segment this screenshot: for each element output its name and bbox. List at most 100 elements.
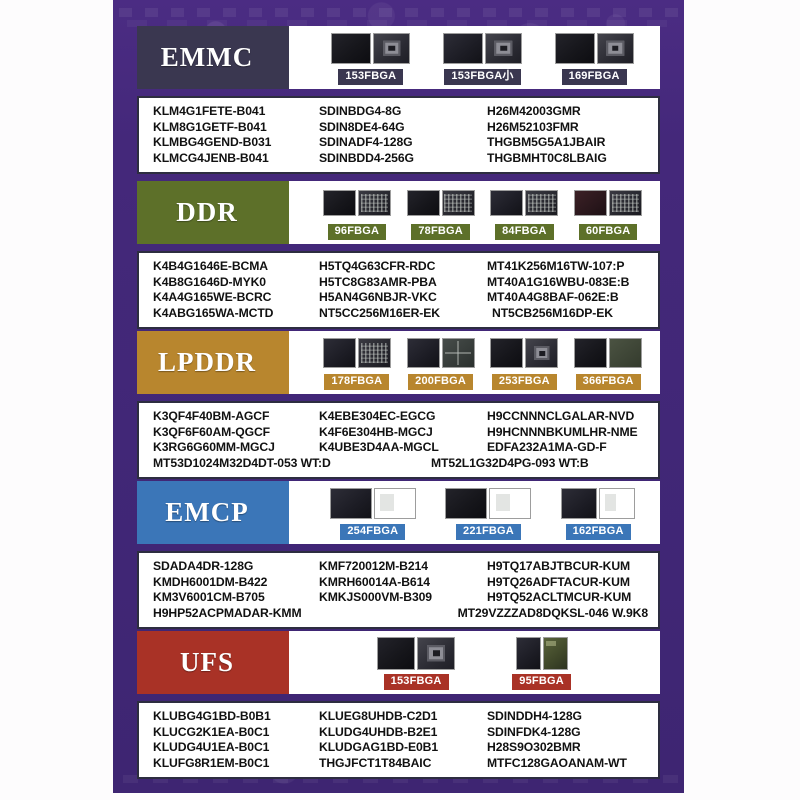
table-row: K4ABG165WA-MCTD NT5CC256M16ER-EK NT5CB25… <box>141 306 656 322</box>
chip-photo-pair <box>331 31 411 65</box>
package-item[interactable]: 200FBGA <box>406 336 475 391</box>
package-item[interactable]: 366FBGA <box>574 336 643 391</box>
part-number: KLUBG4G1BD-B0B1 <box>153 709 271 723</box>
part-number: K4B4G1646E-BCMA <box>153 259 268 273</box>
chip-ball-view <box>609 338 643 368</box>
package-tag: 253FBGA <box>490 373 558 391</box>
package-tag: 84FBGA <box>494 223 555 241</box>
section-emcp: EMCP 254FBGA 221FBGA <box>137 481 660 629</box>
table-row: K4B4G1646E-BCMA H5TQ4G63CFR-RDC MT41K256… <box>141 259 656 275</box>
chip-top-view <box>490 190 524 216</box>
section-lpddr: LPDDR 178FBGA 200FBGA <box>137 331 660 479</box>
chip-ball-view <box>441 338 475 368</box>
chip-top-view <box>406 190 440 216</box>
chip-top-view <box>322 190 356 216</box>
package-item[interactable]: 153FBGA <box>331 31 411 86</box>
package-tag: 78FBGA <box>410 223 471 241</box>
table-row: KLUBG4G1BD-B0B1 KLUEG8UHDB-C2D1 SDINDDH4… <box>141 709 656 725</box>
table-row: KLM8G1GETF-B041 SDIN8DE4-64G H26M52103FM… <box>141 120 656 136</box>
part-number: NT5CB256M16DP-EK <box>492 305 613 320</box>
table-row: KLMCG4JENB-B041 SDINBDD4-256G THGBMHT0C8… <box>141 151 656 167</box>
part-number: H9TQ52ACLTMCUR-KUM <box>487 590 632 604</box>
package-item[interactable]: 153FBGA小 <box>442 31 522 86</box>
package-item[interactable]: 95FBGA <box>511 636 572 691</box>
part-number: SDADA4DR-128G <box>153 559 254 573</box>
part-number: KLMCG4JENB-B041 <box>153 150 269 165</box>
chip-top-view <box>331 32 372 64</box>
chip-photo-pair <box>515 636 568 670</box>
package-tag: 178FBGA <box>323 373 391 391</box>
chip-ball-view <box>357 190 391 216</box>
part-number: MT29VZZZAD8DQKSL-046 W.9K8 <box>457 605 649 620</box>
section-emmc: EMMC 153FBGA 153FBGA小 <box>137 26 660 174</box>
chip-photo-pair <box>490 186 559 220</box>
section-title: DDR <box>176 197 238 227</box>
package-item[interactable]: 84FBGA <box>490 186 559 241</box>
part-number: H26M42003GMR <box>487 104 581 118</box>
section-title: EMMC <box>160 42 254 72</box>
package-strip-lpddr: 178FBGA 200FBGA 253FBGA <box>289 331 660 394</box>
partlist-ddr: K4B4G1646E-BCMA H5TQ4G63CFR-RDC MT41K256… <box>137 251 660 329</box>
part-number: H9HP52ACPMADAR-KMM <box>153 605 302 620</box>
part-number: KLM4G1FETE-B041 <box>153 104 266 118</box>
chip-ball-view <box>484 32 522 64</box>
package-tag: 221FBGA <box>455 523 522 541</box>
package-strip-emcp: 254FBGA 221FBGA 162FBGA <box>289 481 660 544</box>
package-tag: 153FBGA小 <box>443 68 522 86</box>
package-item[interactable]: 221FBGA <box>445 486 532 541</box>
part-number: H5AN4G6NBJR-VKC <box>319 290 437 304</box>
package-item[interactable]: 169FBGA <box>554 31 634 86</box>
chip-ball-view <box>609 190 643 216</box>
package-tag: 169FBGA <box>560 68 628 86</box>
package-tag: 96FBGA <box>326 223 388 241</box>
package-item[interactable]: 253FBGA <box>490 336 559 391</box>
package-item[interactable]: 178FBGA <box>322 336 391 391</box>
part-number: KLUCG2K1EA-B0C1 <box>153 724 270 739</box>
package-tag: 60FBGA <box>577 223 639 241</box>
part-number: THGJFCT1T84BAIC <box>319 755 432 770</box>
table-row: KMDH6001DM-B422 KMRH60014A-B614 H9TQ26AD… <box>141 575 656 591</box>
chip-photo-pair <box>574 186 643 220</box>
chip-ball-view <box>357 338 391 368</box>
banner-emmc: EMMC 153FBGA 153FBGA小 <box>137 26 660 89</box>
chip-photo-pair <box>322 186 391 220</box>
section-title: LPDDR <box>158 347 256 377</box>
partlist-emmc: KLM4G1FETE-B041 SDINBDG4-8G H26M42003GMR… <box>137 96 660 174</box>
package-item[interactable]: 60FBGA <box>574 186 643 241</box>
chip-ball-view <box>525 338 559 368</box>
chip-photo-pair <box>574 336 643 370</box>
part-number: NT5CC256M16ER-EK <box>319 305 440 320</box>
part-number: SDINADF4-128G <box>319 135 413 149</box>
section-title: UFS <box>179 647 234 677</box>
package-item[interactable]: 78FBGA <box>406 186 475 241</box>
table-row: KM3V6001CM-B705 KMKJS000VM-B309 H9TQ52AC… <box>141 590 656 606</box>
part-number: H9TQ17ABJTBCUR-KUM <box>487 559 631 573</box>
chip-ball-view <box>489 487 532 519</box>
part-number: KLUEG8UHDB-C2D1 <box>319 709 438 723</box>
package-item[interactable]: 254FBGA <box>329 486 416 541</box>
table-row: K3RG6G60MM-MGCJ K4UBE3D4AA-MGCL EDFA232A… <box>141 440 656 456</box>
chip-photo-pair <box>561 486 636 520</box>
part-number: K4EBE304EC-EGCG <box>319 409 436 423</box>
part-number: K4ABG165WA-MCTD <box>153 305 274 320</box>
table-row: KLUFG8R1EM-B0C1 THGJFCT1T84BAIC MTFC128G… <box>141 756 656 772</box>
part-number: MT52L1G32D4PG-093 WT:B <box>431 455 589 470</box>
chip-top-view <box>406 338 440 368</box>
part-number: K4B8G1646D-MYK0 <box>153 274 266 289</box>
section-ddr: DDR 96FBGA 78FBGA <box>137 181 660 329</box>
package-item[interactable]: 96FBGA <box>322 186 391 241</box>
chip-top-view <box>574 338 608 368</box>
package-item[interactable]: 153FBGA <box>377 636 456 691</box>
section-ufs: UFS 153FBGA 95FBGA <box>137 631 660 779</box>
chip-photo-pair <box>406 186 475 220</box>
chip-top-view <box>322 338 356 368</box>
part-number: KLUFG8R1EM-B0C1 <box>153 755 270 770</box>
banner-lpddr: LPDDR 178FBGA 200FBGA <box>137 331 660 394</box>
package-item[interactable]: 162FBGA <box>561 486 636 541</box>
banner-ddr: DDR 96FBGA 78FBGA <box>137 181 660 244</box>
chip-top-view <box>561 487 598 519</box>
banner-ufs: UFS 153FBGA 95FBGA <box>137 631 660 694</box>
chip-ball-view <box>599 487 636 519</box>
part-number: SDINBDG4-8G <box>319 104 402 118</box>
part-number: H26M52103FMR <box>487 119 579 134</box>
